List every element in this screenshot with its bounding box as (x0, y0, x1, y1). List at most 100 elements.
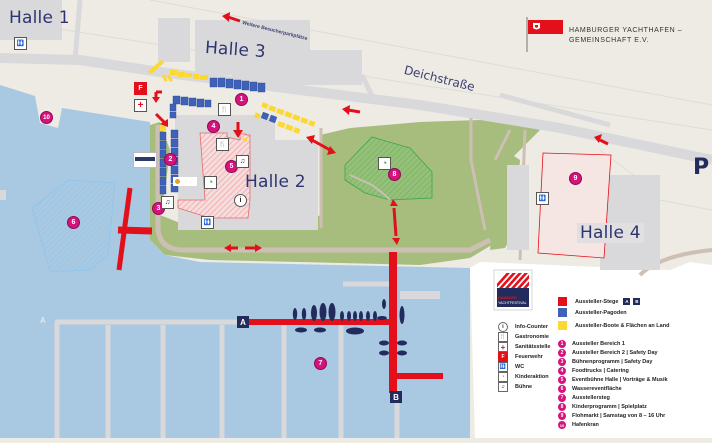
legend-label: Sanitätsstelle (515, 344, 551, 350)
legend-label: Wasserevent​fläche (572, 386, 622, 392)
stage-icon: ♫ (161, 196, 174, 209)
pin-icon: 1 (558, 340, 566, 348)
pin-icon: 2 (558, 349, 566, 357)
legend-label: Foodtrucks | Catering (572, 368, 629, 374)
pin-icon: 10 (558, 421, 566, 429)
info-icon: i (498, 322, 508, 332)
legend-icon-fire: F Feuerwehr (498, 352, 543, 362)
legend-label: Eventbühne Halle | Vorträge & Musik (572, 377, 668, 383)
legend-label: Kinderaktion (515, 374, 549, 380)
first-aid-icon: + (498, 342, 508, 352)
legend-label: Aussteller-Pagoden (575, 309, 627, 316)
pin-10-harbor-crane[interactable]: 10 (40, 111, 53, 124)
pin-icon: 5 (558, 376, 566, 384)
kids-activity-icon: ◔ (204, 176, 217, 189)
festival-logo-line2: YACHTFESTIVAL (498, 300, 527, 305)
legend-area-1: 1 Aussteller Bereich 1 (558, 340, 625, 348)
pier-marker-a-ghost: A (40, 316, 46, 325)
pier-marker-a[interactable]: A (237, 316, 249, 328)
red-swatch (558, 297, 567, 306)
legend-area-6: 6 Wasserevent​fläche (558, 385, 622, 393)
organization-name: HAMBURGER YACHTHAFEN – GEMEINSCHAFT E.V. (569, 26, 682, 46)
legend-label: Kinderprogramm | Spielplatz (572, 404, 647, 410)
stage-icon: ♫ (498, 382, 508, 392)
legend-area-2: 2 Aussteller Bereich 2 | Safety Day (558, 349, 658, 357)
wc-icon: 🚻 (536, 192, 549, 205)
pin-6-water-event-area[interactable]: 6 (67, 216, 80, 229)
legend-color-boats-land: Aussteller-Boote & Flächen an Land (558, 321, 669, 330)
pin-7-exhibitor-pier[interactable]: 7 (314, 357, 327, 370)
pin-icon: 4 (558, 367, 566, 375)
pin-icon: 8 (558, 403, 566, 411)
pin-8-kids-program[interactable]: 8 (388, 168, 401, 181)
wc-icon: 🚻 (498, 362, 508, 372)
halle-3-label: Halle 3 (204, 37, 267, 63)
legend-icon-wc: 🚻 WC (498, 362, 524, 372)
yellow-swatch (558, 321, 567, 330)
safety-day-sponsor-logo (133, 152, 157, 168)
organization-name-line2: GEMEINSCHAFT E.V. (569, 37, 650, 44)
legend-icon-stage: ♫ Bühne (498, 382, 532, 392)
badge-a: A (623, 298, 631, 305)
legend-color-exhibitor-piers: Aussteller-Stege A B (558, 297, 641, 306)
pin-icon: 6 (558, 385, 566, 393)
legend-icon-gastronomy: 🍴 Gastronomie (498, 332, 549, 342)
kids-activity-icon: ◔ (498, 372, 508, 382)
wc-icon: 🚻 (201, 216, 214, 229)
legend-area-5: 5 Eventbühne Halle | Vorträge & Musik (558, 376, 668, 384)
legend-icon-first-aid: + Sanitätsstelle (498, 342, 550, 352)
festival-logo-line1: HAMBURG (498, 296, 517, 300)
festival-logo: HAMBURG YACHTFESTIVAL (498, 296, 528, 305)
pin-icon: 9 (558, 412, 566, 420)
halle-4-label: Halle 4 (577, 223, 644, 243)
legend-area-9: 9 Flohmarkt | Samstag von 8 – 16 Uhr (558, 412, 665, 420)
legend-label: Aussteller Bereich 1 (572, 341, 625, 347)
legend-area-8: 8 Kinderprogramm | Spielplatz (558, 403, 647, 411)
legend-label: Info-Counter (515, 324, 548, 330)
legend-area-3: 3 Bühnenprogramm | Safety Day (558, 358, 652, 366)
wc-icon: 🚻 (14, 37, 27, 50)
legend-label: Gastronomie (515, 334, 549, 340)
legend-label: Aussteller-Boote & Flächen an Land (575, 322, 670, 329)
pin-9-flea-market[interactable]: 9 (569, 172, 582, 185)
legend-area-4: 4 Foodtrucks | Catering (558, 367, 629, 375)
legend-area-10: 10 Hafenkran (558, 421, 599, 429)
legend-label: Flohmarkt | Samstag von 8 – 16 Uhr (572, 413, 666, 419)
halle-2-label: Halle 2 (245, 172, 306, 192)
stage-icon: ♫ (236, 155, 249, 168)
pin-icon: 3 (558, 358, 566, 366)
legend-label: Bühne (515, 384, 533, 390)
fire-station-icon: F (134, 82, 147, 95)
legend-label: Feuerwehr (515, 354, 543, 360)
legend-icon-info: i Info-Counter (498, 322, 548, 332)
gastronomy-icon: 🍴 (498, 332, 508, 342)
parking-sign: P (693, 155, 710, 180)
legend-label: Bühnenprogramm | Safety Day (572, 359, 653, 365)
pin-1-exhibitor-area-1[interactable]: 1 (235, 93, 248, 106)
legend-label: Hafenkran (572, 422, 599, 428)
gastronomy-icon: 🍴 (216, 138, 229, 151)
kids-activity-icon: ◔ (378, 157, 391, 170)
gastronomy-icon: 🍴 (218, 103, 231, 116)
legend-label: Ausstellersteg (572, 395, 610, 401)
legend-label: Aussteller-Stege (575, 298, 619, 305)
pin-2-exhibitor-area-2[interactable]: 2 (164, 153, 177, 166)
legend-label: Aussteller Bereich 2 | Safety Day (572, 350, 658, 356)
pin-icon: 7 (558, 394, 566, 402)
legend-label: WC (515, 364, 525, 370)
fire-station-icon: F (498, 352, 508, 362)
pin-4-foodtrucks[interactable]: 4 (207, 120, 220, 133)
info-icon: i (234, 194, 247, 207)
sponsor-logo (173, 177, 197, 186)
legend-color-pagodas: Aussteller-Pagoden (558, 308, 627, 317)
first-aid-icon: + (134, 99, 147, 112)
legend-icon-kids: ◔ Kinderaktion (498, 372, 549, 382)
badge-b: B (633, 298, 641, 305)
blue-swatch (558, 308, 567, 317)
pin-5-event-stage[interactable]: 5 (225, 160, 238, 173)
organization-name-line1: HAMBURGER YACHTHAFEN – (569, 27, 683, 34)
pier-marker-b[interactable]: B (390, 391, 402, 403)
halle-1-label: Halle 1 (9, 8, 70, 28)
